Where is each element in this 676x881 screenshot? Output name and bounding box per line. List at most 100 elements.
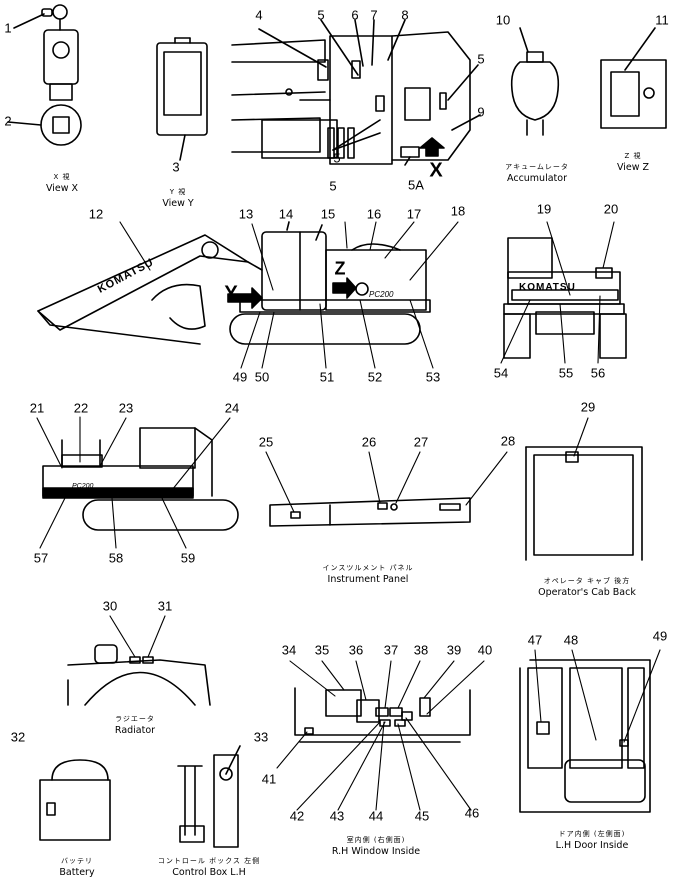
caption-radiator: ラジエータ Radiator <box>115 714 155 736</box>
callout-36: 36 <box>348 642 364 658</box>
callout-9: 9 <box>477 104 485 120</box>
callout-51: 50 <box>254 369 270 385</box>
callout-44: 44 <box>368 808 384 824</box>
caption-rh-window: 室内側 (右側面) R.H Window Inside <box>332 835 420 857</box>
caption-view-y-en: View Y <box>162 198 194 209</box>
caption-rh-window-en: R.H Window Inside <box>331 846 421 857</box>
caption-battery: バッテリ Battery <box>59 856 94 878</box>
caption-view-y-jp: Y 視 <box>169 188 187 196</box>
callout-17: 17 <box>406 206 422 222</box>
view-x-letter: X <box>429 159 443 182</box>
caption-lh-door-en: L.H Door Inside <box>555 840 629 851</box>
caption-instrument-panel-en: Instrument Panel <box>327 574 409 585</box>
callout-48: 48 <box>563 632 579 648</box>
view-z-drawing <box>600 27 667 129</box>
radiator-drawing <box>67 644 211 706</box>
rear-view-drawing <box>503 237 627 359</box>
view-z-letter: Z <box>334 258 346 279</box>
callout-37: 37 <box>383 642 399 658</box>
instrument-panel-drawing <box>269 497 471 527</box>
callout-58: 57 <box>33 550 49 566</box>
side-decal-model: PC200 <box>369 290 394 299</box>
callout-5a: 5A <box>408 177 424 193</box>
leader-lines <box>36 221 661 811</box>
view-x-drawing <box>7 4 82 146</box>
callout-2: 2 <box>4 113 12 129</box>
caption-battery-en: Battery <box>59 867 95 878</box>
callout-27: 27 <box>413 434 429 450</box>
callout-25: 25 <box>258 434 274 450</box>
callout-55: 54 <box>493 365 509 381</box>
callout-26: 26 <box>361 434 377 450</box>
callout-33: 33 <box>253 729 269 745</box>
lh-door-drawing <box>519 659 651 813</box>
callout-3: 3 <box>172 159 180 175</box>
callout-5-bottom-b: 5 <box>329 178 337 194</box>
callout-29: 29 <box>580 399 596 415</box>
view-y-drawing <box>156 37 208 161</box>
rear-decal-brand: KOMATSU <box>519 282 576 293</box>
caption-radiator-en: Radiator <box>114 725 156 736</box>
callout-21: 21 <box>29 400 45 416</box>
caption-view-x-jp: X 視 <box>53 173 71 181</box>
control-box-drawing <box>177 745 241 848</box>
callout-5-bottom-a: 5 <box>333 150 341 166</box>
callout-16: 16 <box>366 206 382 222</box>
caption-view-z-jp: Z 視 <box>624 152 642 160</box>
caption-control-box-en: Control Box L.H <box>172 867 246 878</box>
right-side-decal-model: PC200 <box>72 483 94 490</box>
caption-lh-door-jp: ドア内側 (左側面) <box>558 830 626 838</box>
caption-view-x: X 視 View X <box>46 172 78 194</box>
callout-57: 56 <box>590 365 606 381</box>
callout-41: 41 <box>261 771 277 787</box>
caption-rh-window-jp: 室内側 (右側面) <box>346 836 406 844</box>
callout-15: 15 <box>320 206 336 222</box>
caption-view-x-en: View X <box>45 183 79 194</box>
callout-30: 30 <box>102 598 118 614</box>
callout-35: 35 <box>314 642 330 658</box>
caption-control-box-jp: コントロール ボックス 左側 <box>157 857 261 865</box>
operator-cab-back-drawing <box>525 446 643 561</box>
caption-lh-door: ドア内側 (左側面) L.H Door Inside <box>556 829 629 851</box>
caption-accumulator-en: Accumulator <box>507 173 567 184</box>
caption-operator-cab-back-en: Operator's Cab Back <box>538 587 636 598</box>
callout-24: 24 <box>224 400 240 416</box>
callout-34: 34 <box>281 642 297 658</box>
callout-43: 43 <box>329 808 345 824</box>
callout-13: 13 <box>238 206 254 222</box>
caption-view-z: Z 視 View Z <box>617 151 649 173</box>
callout-45: 45 <box>414 808 430 824</box>
callout-11: 11 <box>655 12 669 28</box>
callout-5-top-b: 5 <box>477 51 485 67</box>
callout-6: 6 <box>351 7 359 23</box>
callout-28: 28 <box>500 433 516 449</box>
callout-7: 7 <box>370 7 378 23</box>
callout-47: 47 <box>527 632 543 648</box>
callout-22: 22 <box>73 400 89 416</box>
callout-5-top-a: 5 <box>317 7 325 23</box>
callout-42: 42 <box>289 808 305 824</box>
callout-60: 59 <box>180 550 196 566</box>
callout-52: 51 <box>319 369 335 385</box>
caption-accumulator-jp: アキュームレータ <box>505 163 569 171</box>
caption-instrument-panel: インスツルメント パネル Instrument Panel <box>322 563 413 585</box>
callout-14: 14 <box>278 206 294 222</box>
caption-operator-cab-back: オペレータ キャブ 後方 Operator's Cab Back <box>538 576 636 598</box>
callout-4: 4 <box>255 7 263 23</box>
accumulator-drawing <box>510 27 560 136</box>
battery-drawing <box>39 759 111 841</box>
callout-20: 20 <box>603 201 619 217</box>
callout-50: 49 <box>232 369 248 385</box>
caption-accumulator: アキュームレータ Accumulator <box>505 162 569 184</box>
callout-8: 8 <box>401 7 409 23</box>
caption-control-box: コントロール ボックス 左側 Control Box L.H <box>158 856 260 878</box>
callout-54: 53 <box>425 369 441 385</box>
callout-1: 1 <box>4 20 12 36</box>
callout-10: 10 <box>495 12 511 28</box>
view-y-letter: Y <box>224 282 238 305</box>
callout-46: 46 <box>464 805 480 821</box>
caption-instrument-panel-jp: インスツルメント パネル <box>322 564 414 572</box>
side-view-drawing <box>37 221 431 345</box>
